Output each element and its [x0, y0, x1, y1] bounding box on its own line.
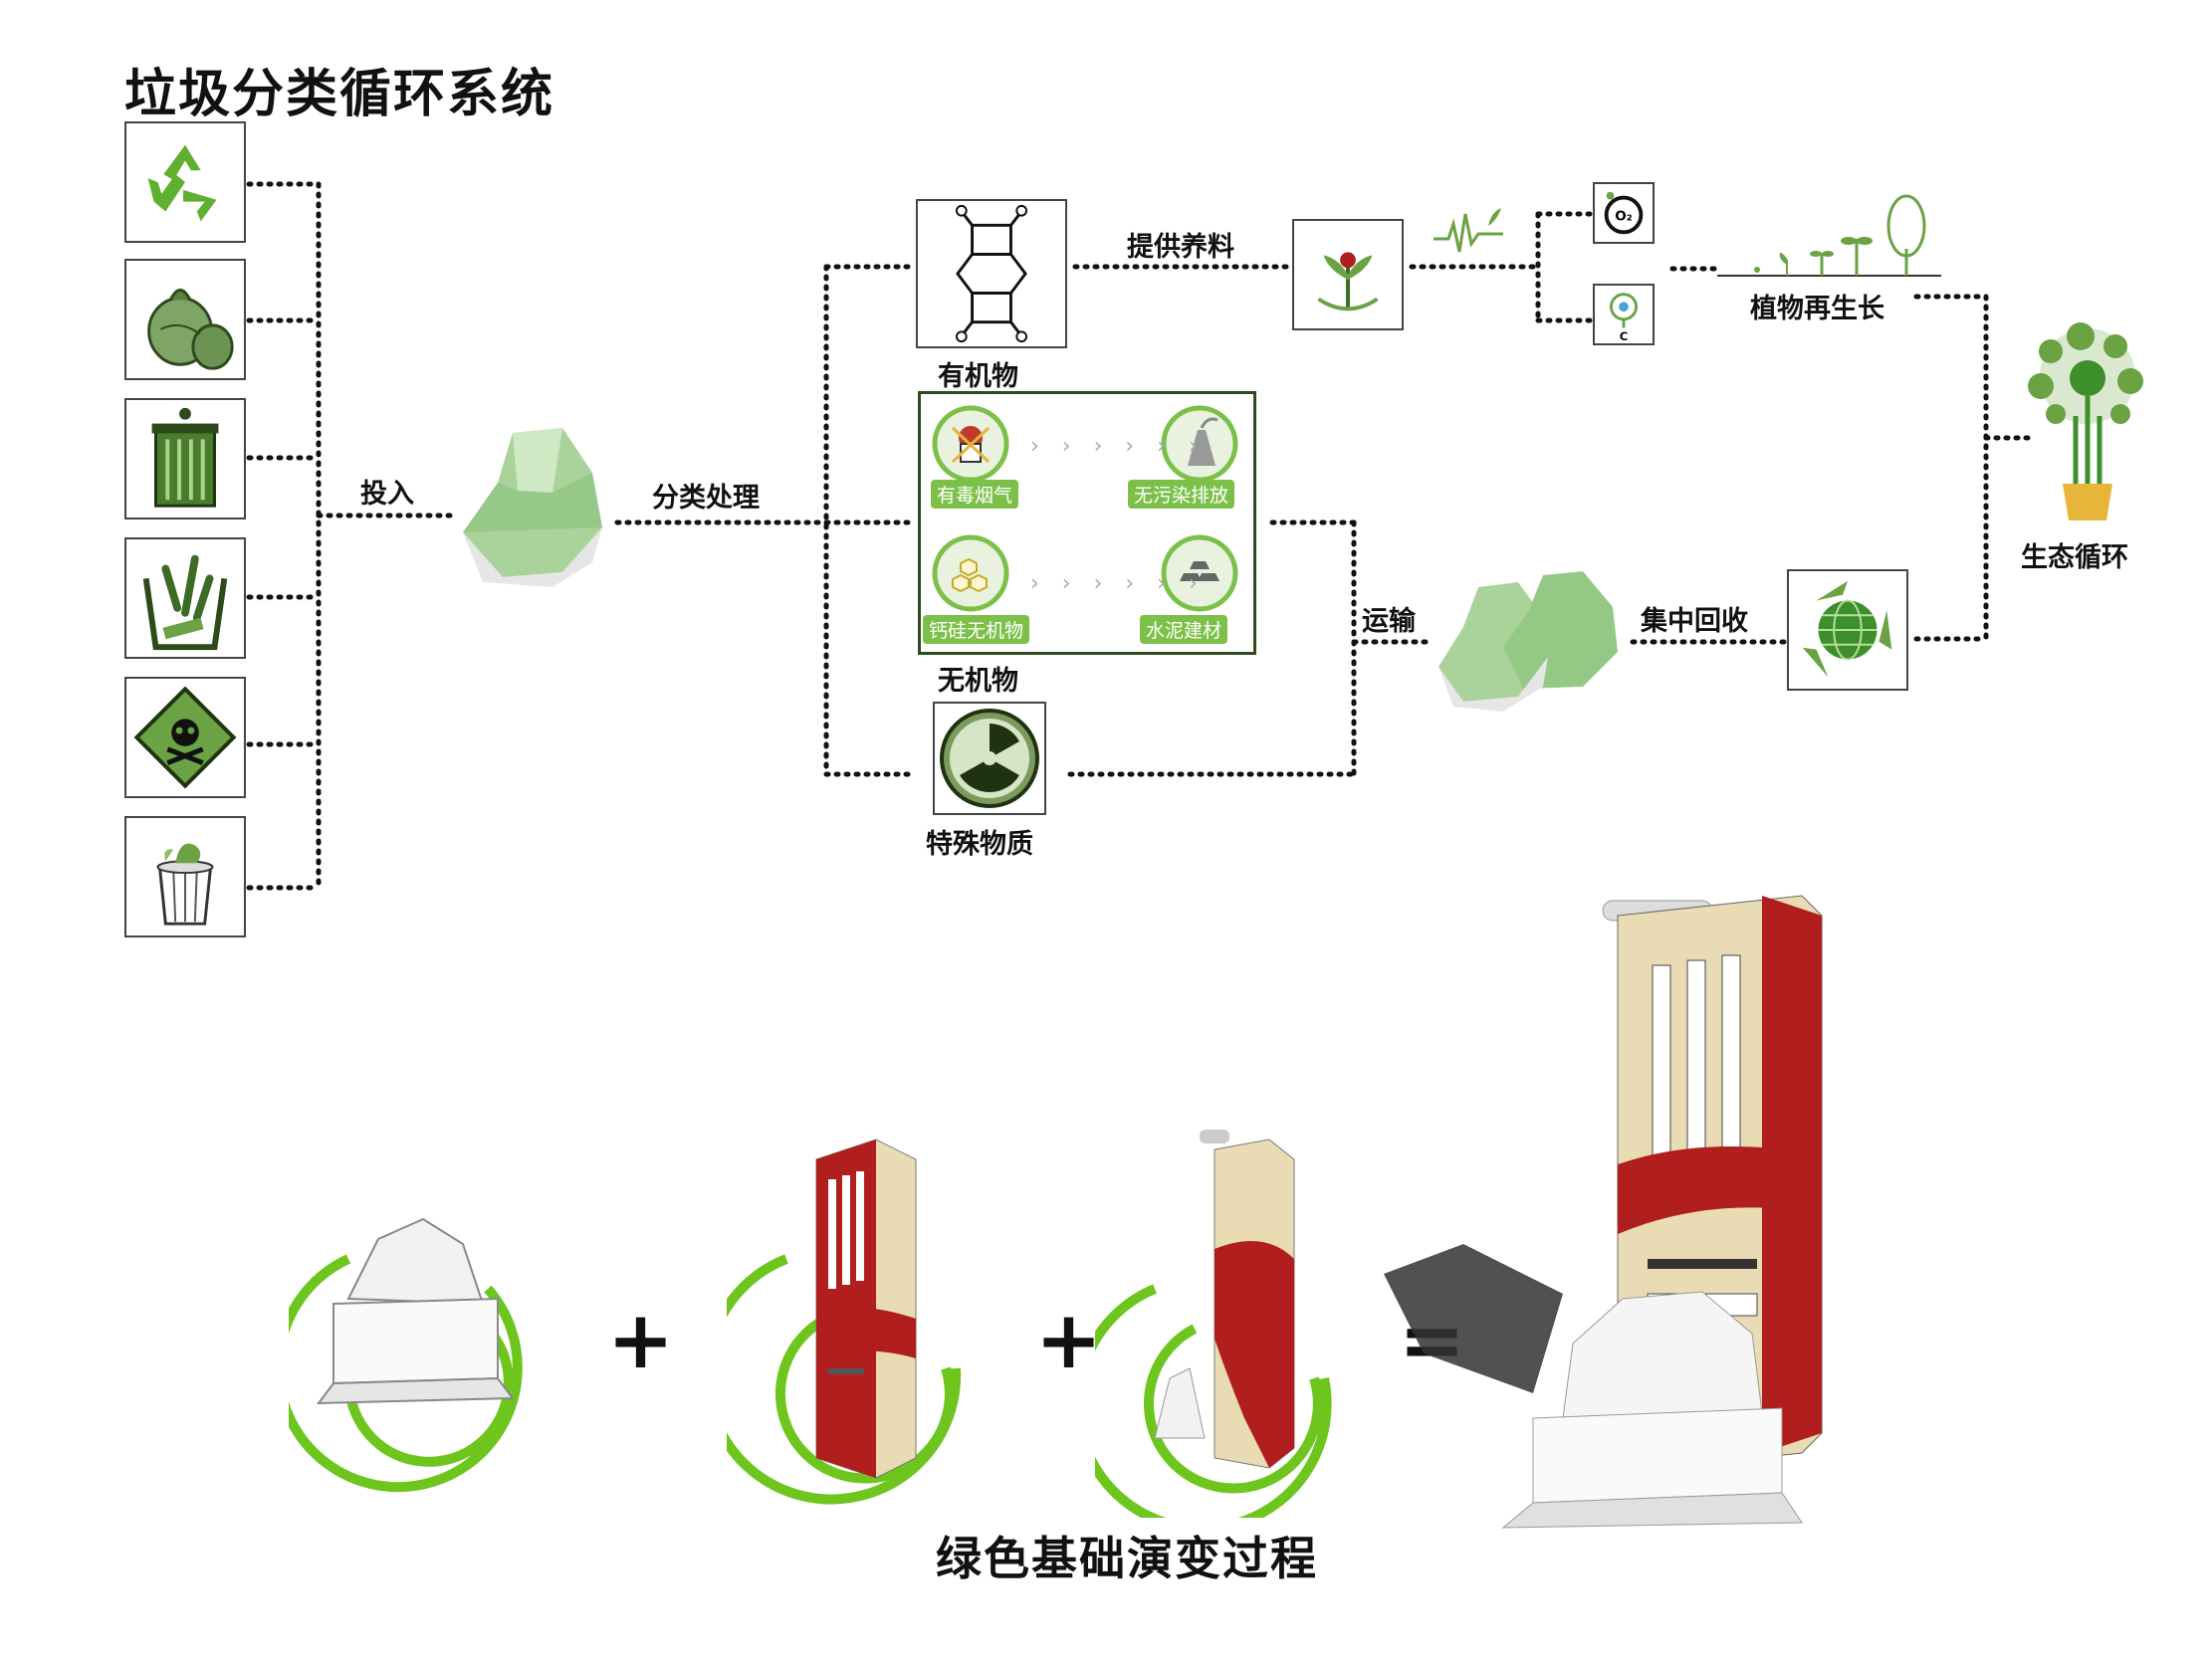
oxygen-icon: O₂ [1604, 191, 1644, 235]
o2-box: O₂ [1593, 182, 1655, 244]
label-eco-cycle: 生态循环 [2021, 542, 2128, 573]
trash-can-tile [124, 398, 246, 519]
pill-calcium-silicate: 钙硅无机物 [923, 615, 1030, 644]
label-transport: 运输 [1362, 606, 1416, 637]
plant-nutrient-icon [1317, 252, 1379, 311]
label-fen-lei: 分类处理 [652, 483, 760, 514]
label-central-recycle: 集中回收 [1641, 606, 1748, 637]
globe-recycle-icon [1802, 580, 1892, 678]
calcium-silicate-icon [932, 534, 1009, 612]
label-nutrient: 提供养料 [1127, 232, 1234, 263]
plus-operator-1: + [607, 1294, 675, 1386]
organic-box [916, 199, 1067, 348]
carbon-box: C [1593, 284, 1655, 345]
globe-recycle-box [1787, 569, 1908, 691]
garbage-bag-icon [147, 289, 234, 370]
toxic-smoke-icon [932, 405, 1009, 483]
recycle-icon [147, 144, 217, 222]
garbage-bag-tile [124, 259, 246, 380]
eco-tree-icon [2028, 322, 2143, 520]
bottom-title: 绿色基础演变过程 [936, 1532, 1318, 1585]
arrows-row-1: › › › › › › [1030, 434, 1206, 459]
pill-toxic-smoke: 有毒烟气 [931, 480, 1019, 509]
food-waste-tile [124, 816, 246, 937]
pulse-icon [1434, 208, 1503, 253]
c-text: C [1620, 329, 1629, 343]
trash-can-icon [151, 407, 219, 508]
transport-modules [1438, 571, 1618, 712]
recycle-tile [124, 121, 246, 243]
pill-no-pollution: 无污染排放 [1128, 480, 1235, 509]
label-special: 特殊物质 [926, 829, 1033, 860]
collection-module [463, 428, 602, 587]
page-title: 垃圾分类循环系统 [124, 64, 555, 124]
nutrient-box [1292, 219, 1404, 330]
special-box [933, 702, 1046, 815]
label-organic: 有机物 [938, 361, 1018, 392]
food-waste-bin-icon [156, 843, 214, 926]
molecule-icon [955, 204, 1028, 343]
radiation-icon [940, 709, 1039, 808]
clean-emission-icon [1161, 405, 1238, 483]
cement-icon [1161, 534, 1238, 612]
bin-waste-tile [124, 537, 246, 659]
o2-text: O₂ [1615, 209, 1632, 225]
bin-waste-icon [142, 554, 228, 651]
label-tou-ru: 投入 [360, 479, 414, 510]
evolution-step-2 [727, 1139, 962, 1505]
plant-growth-icon [1717, 194, 1941, 277]
evolution-step-3 [1095, 1130, 1332, 1518]
arrows-row-2: › › › › › › [1030, 571, 1206, 596]
label-plant-regrow: 植物再生长 [1750, 294, 1884, 324]
evolution-step-1 [289, 1217, 523, 1493]
final-result [1384, 895, 1823, 1529]
plus-operator-2: + [1035, 1294, 1103, 1386]
pill-cement: 水泥建材 [1140, 615, 1228, 644]
label-inorganic: 无机物 [938, 666, 1018, 697]
carbon-tree-icon: C [1609, 293, 1639, 343]
inorganic-panel: 有毒烟气 无污染排放 › › › › › › 钙硅无机物 水泥建材 › › › … [918, 391, 1256, 655]
hazard-skull-icon [133, 686, 237, 789]
hazard-tile [124, 677, 246, 798]
